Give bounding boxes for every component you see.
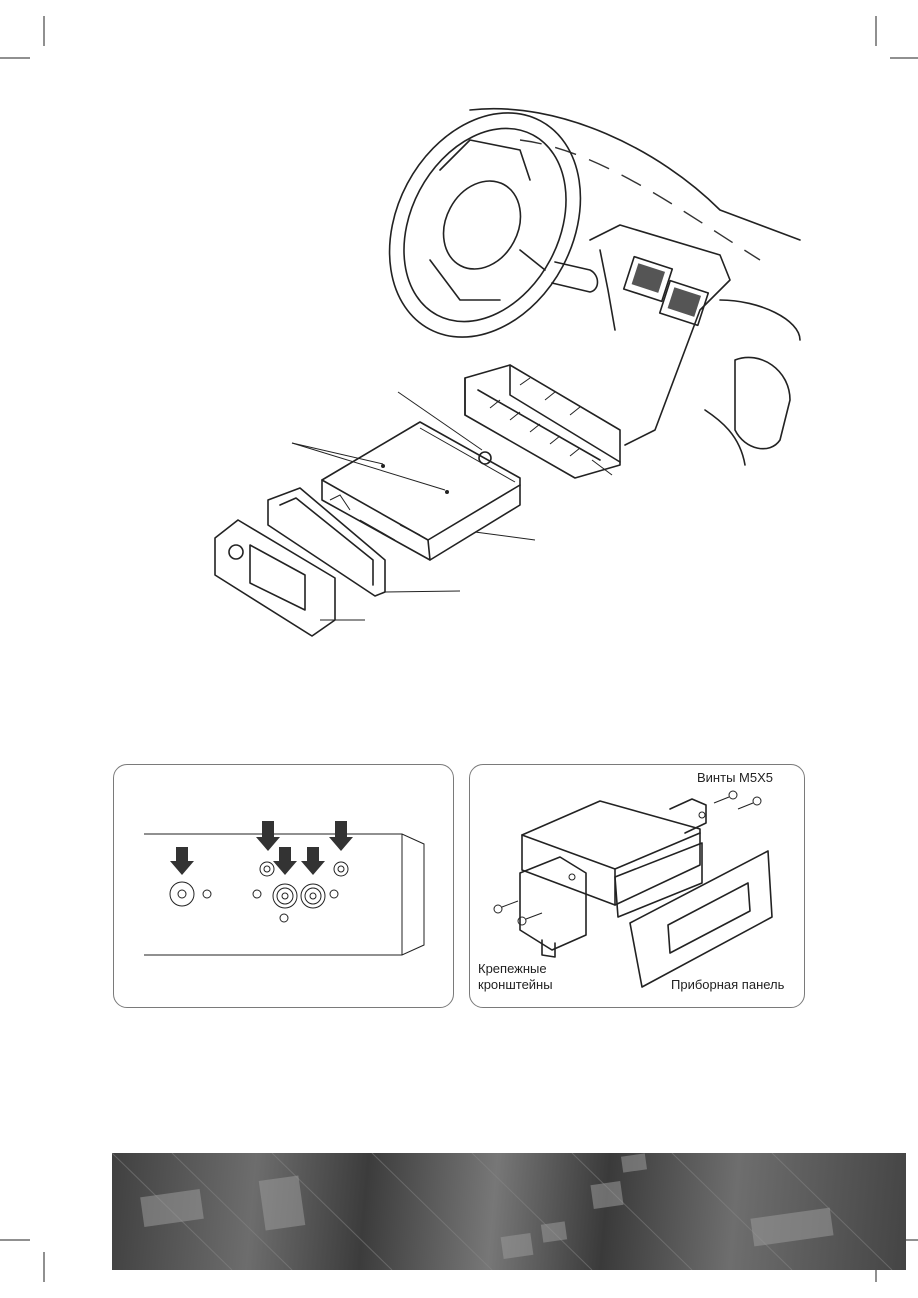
screw-icon <box>714 791 737 803</box>
dashboard-outline <box>470 109 800 240</box>
trim-frame <box>268 488 385 596</box>
down-arrow-icon <box>170 847 194 875</box>
detachable-front-panel <box>215 520 335 636</box>
down-arrow-icon <box>329 821 353 851</box>
decorative-banner <box>112 1153 906 1270</box>
brackets-label-line1: Крепежные <box>478 961 547 976</box>
banner-pattern <box>112 1153 906 1270</box>
installation-illustration <box>0 0 918 700</box>
connector-diagram <box>114 765 453 1007</box>
dashboard-label: Приборная панель <box>671 977 784 992</box>
mounting-panel: Винты M5X5 Крепежные кронштейны Приборна… <box>469 764 805 1008</box>
head-unit-chassis <box>322 422 520 560</box>
brackets-label-line2: кронштейны <box>478 977 553 992</box>
rca-jack <box>170 882 194 906</box>
rca-jack <box>334 862 348 876</box>
down-arrow-icon <box>301 847 325 875</box>
rca-jack <box>260 862 274 876</box>
screws-label: Винты M5X5 <box>697 770 773 785</box>
down-arrow-icon <box>273 847 297 875</box>
rca-jack <box>273 884 297 908</box>
connector-panel <box>113 764 454 1008</box>
rca-jack <box>301 884 325 908</box>
leader-lines <box>292 392 612 620</box>
screw-icon <box>738 797 761 809</box>
screw-icon <box>494 901 518 913</box>
screw-icon <box>518 913 542 925</box>
down-arrow-icon <box>256 821 280 851</box>
